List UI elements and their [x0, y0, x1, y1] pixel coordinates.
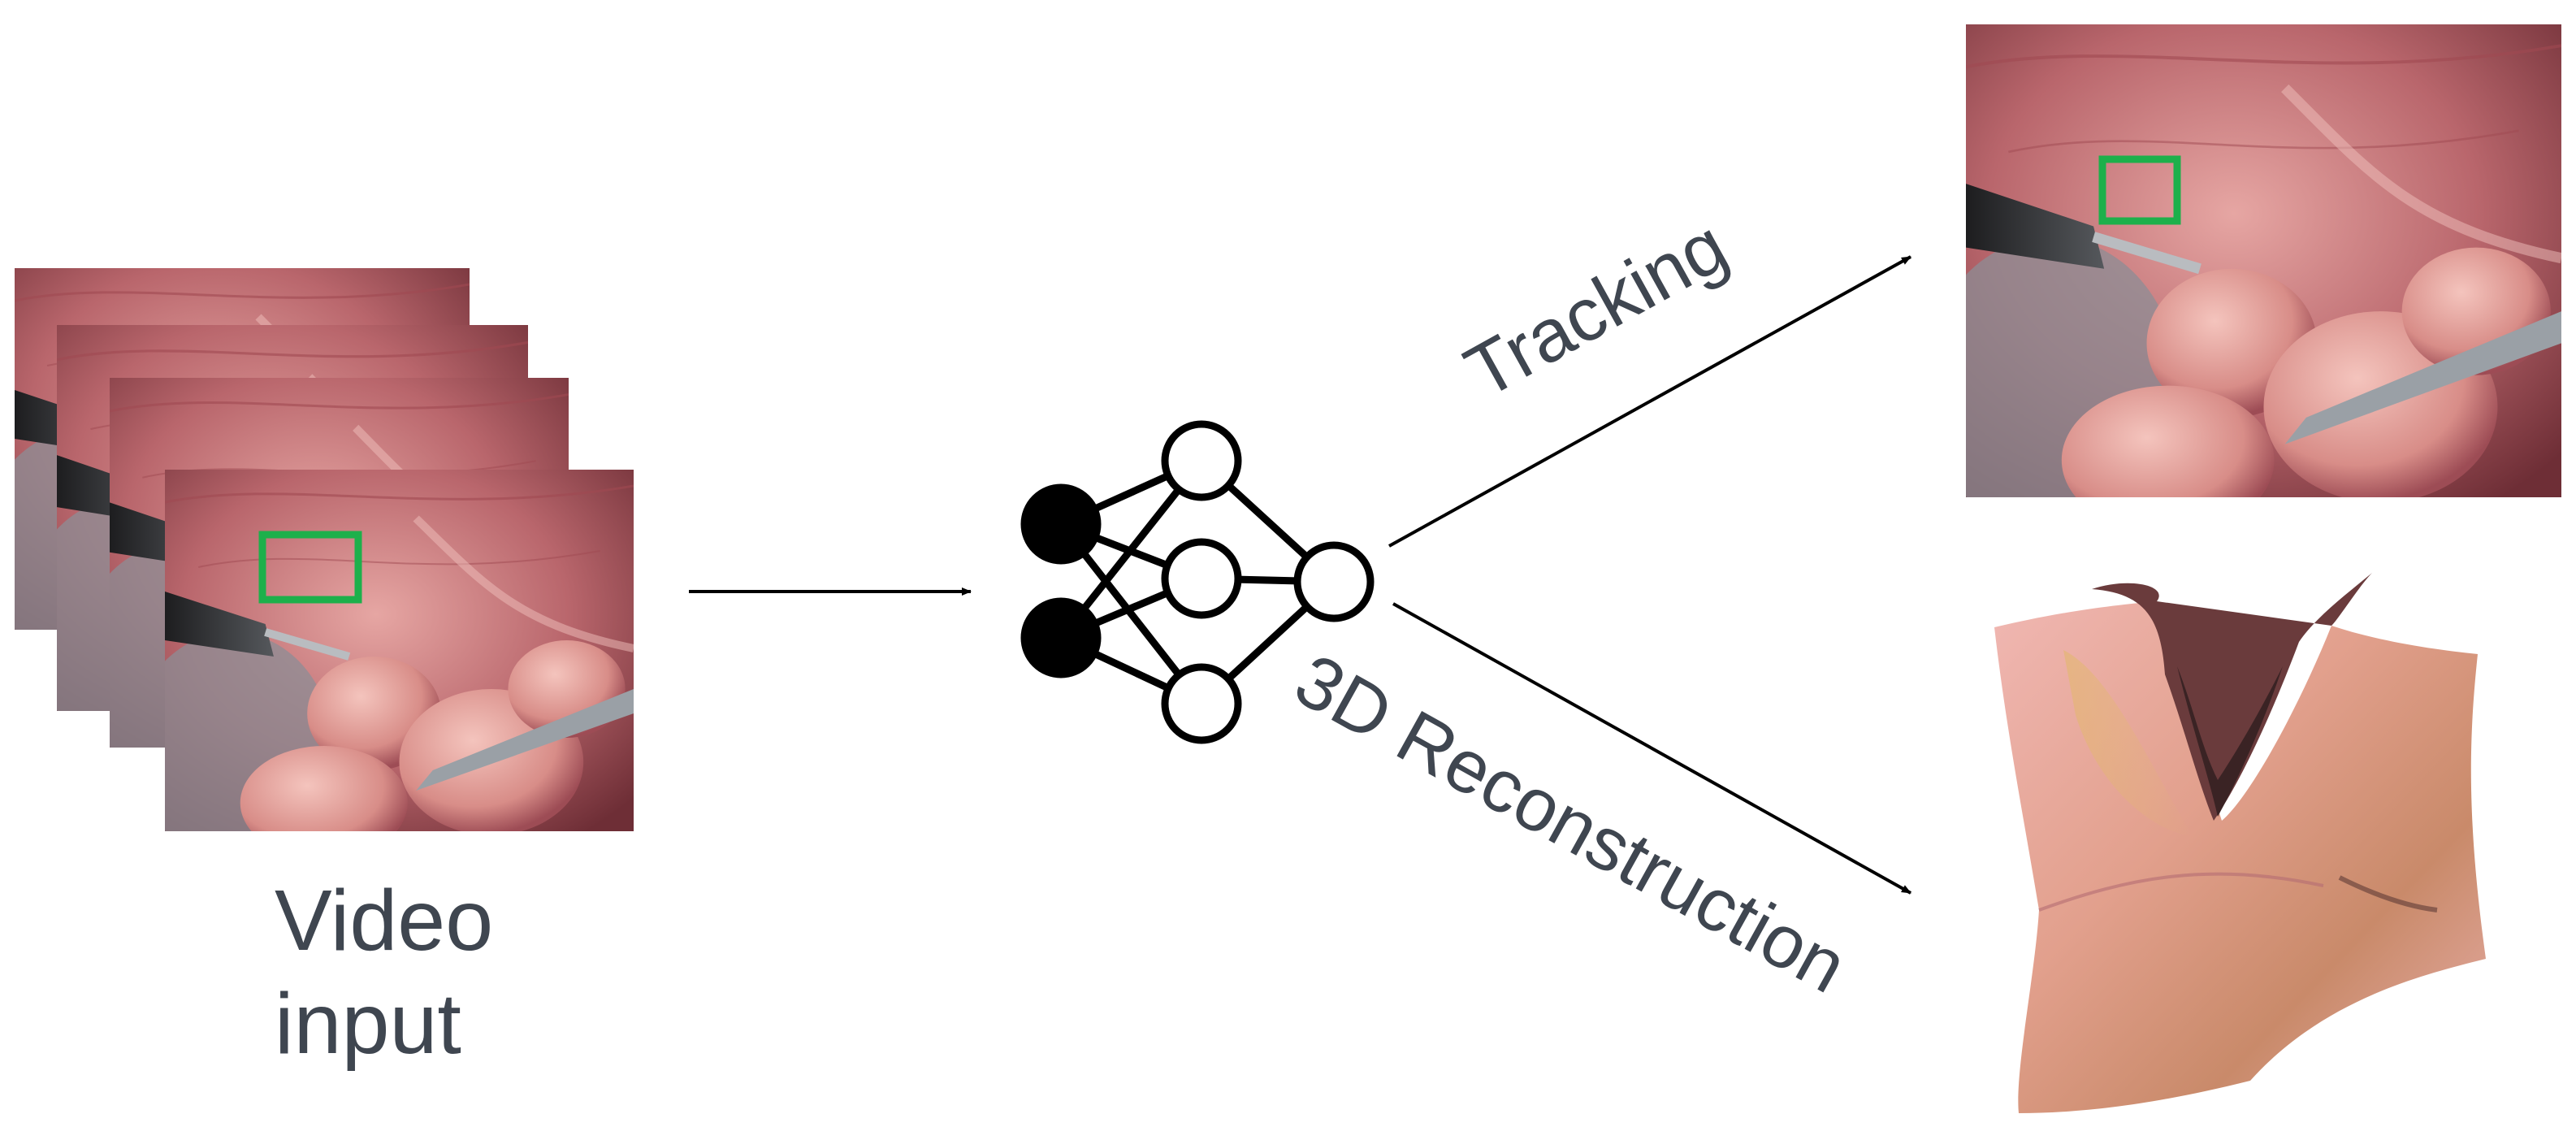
video-frame-4 — [132, 470, 634, 860]
reconstruction-mesh — [1994, 573, 2486, 1113]
input-node — [1020, 597, 1102, 678]
hidden-node — [1161, 420, 1242, 501]
tracking-output-frame — [1924, 24, 2561, 535]
video-frame-stack — [0, 268, 634, 860]
input-node — [1020, 483, 1102, 565]
hidden-node — [1161, 663, 1242, 744]
hidden-node — [1161, 538, 1242, 619]
neural-network-icon — [1020, 420, 1375, 744]
reconstruction-arrow — [1392, 602, 1911, 895]
tracking-box-input — [258, 531, 362, 604]
video-input-label: Video input — [275, 873, 494, 1073]
tracking-arrow — [1388, 255, 1911, 548]
output-node — [1293, 541, 1375, 622]
tracking-box-output — [2098, 155, 2181, 225]
